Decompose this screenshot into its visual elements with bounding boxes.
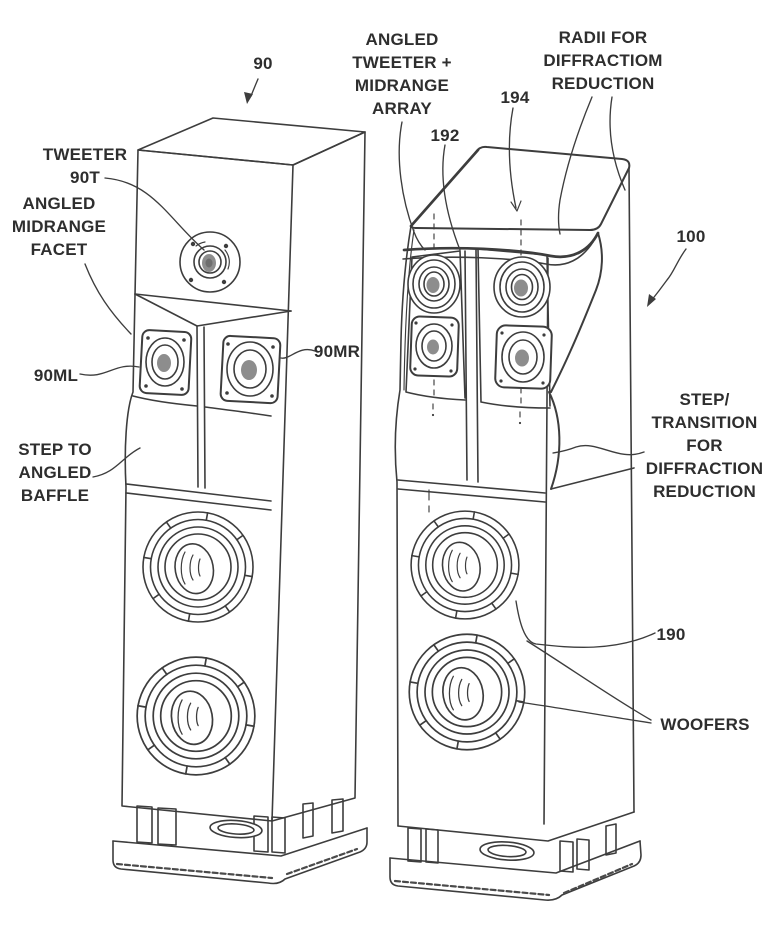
label-line: ARRAY	[372, 99, 432, 118]
leader-woofers-upper	[526, 640, 652, 721]
facet-middle-divider	[464, 249, 479, 483]
label-192: 192	[430, 126, 460, 145]
right-speaker-drawing	[389, 145, 642, 901]
leader-tweeter-90t	[104, 177, 205, 251]
label-line: FACET	[30, 240, 88, 259]
leader-192	[442, 144, 461, 251]
left-facet-frame	[405, 250, 466, 401]
angled-facet-triangle	[134, 293, 292, 327]
leader-radii-right	[609, 96, 626, 191]
facet-centerlines	[433, 213, 522, 408]
label-line: REDUCTION	[653, 482, 756, 501]
arrowhead-ref-90	[244, 92, 253, 104]
left-speaker-base	[112, 798, 368, 885]
front-step-lines	[397, 479, 546, 503]
label-line: DIFFRACTIOM	[543, 51, 663, 70]
left-tweeter-box-bottom	[134, 293, 292, 312]
label-radii-diffraction-reduction: RADII FOR DIFFRACTIOM REDUCTION	[528, 26, 678, 95]
side-step-curve	[548, 391, 561, 490]
left-speaker-top-face	[137, 117, 366, 166]
left-midrange-driver-ml	[138, 329, 193, 396]
left-woofer-lower	[136, 656, 256, 776]
label-line: MIDRANGE	[354, 76, 450, 95]
left-midrange-driver-mr	[219, 334, 282, 405]
right-woofer-upper	[410, 510, 520, 620]
label-line: MIDRANGE	[11, 217, 107, 236]
label-line: 90T	[70, 168, 100, 187]
leader-ref-90	[250, 78, 259, 97]
label-step-transition-diffraction: STEP/ TRANSITION FOR DIFFRACTION REDUCTI…	[644, 388, 765, 503]
label-ref-90: 90	[253, 54, 273, 73]
left-speaker-drawing	[112, 117, 368, 885]
leader-ref-100	[650, 248, 687, 302]
right-speaker-left-facet-midrange	[409, 315, 460, 378]
leader-194-tick	[510, 200, 522, 212]
leader-90ml	[79, 365, 140, 376]
right-speaker-left-facet-tweeter	[407, 254, 461, 314]
label-line: BAFFLE	[20, 486, 90, 505]
label-line: RADII FOR	[558, 28, 648, 47]
label-line: ANGLED	[18, 463, 92, 482]
right-outer-edge	[628, 167, 635, 813]
right-woofer-lower	[408, 633, 526, 751]
right-speaker-right-facet-midrange	[494, 324, 553, 390]
leader-step-to-angled-baffle	[92, 447, 141, 478]
leader-194	[508, 107, 517, 209]
left-speaker-front-face	[121, 149, 294, 822]
label-line: REDUCTION	[551, 74, 655, 93]
top-right-radius-edge	[550, 232, 603, 393]
label-line: TRANSITION	[651, 413, 758, 432]
label-line: TWEETER +	[352, 53, 452, 72]
label-90ml: 90ML	[33, 366, 79, 385]
label-step-to-angled-baffle: STEP TO ANGLED BAFFLE	[0, 438, 110, 507]
leader-lines	[79, 78, 687, 724]
label-90mr: 90MR	[313, 342, 361, 361]
left-woofer-upper	[142, 511, 254, 623]
label-angled-tweeter-midrange-array: ANGLED TWEETER + MIDRANGE ARRAY	[342, 28, 462, 120]
label-194: 194	[500, 88, 530, 107]
leader-angled-midrange-facet	[84, 263, 132, 335]
label-woofers: WOOFERS	[660, 715, 750, 734]
facet-bottom-edges	[132, 395, 272, 417]
top-chamfer-outer	[402, 231, 600, 259]
label-angled-midrange-facet: ANGLED MIDRANGE FACET	[0, 192, 118, 261]
label-ref-100: 100	[676, 227, 706, 246]
left-outer-edge	[394, 225, 412, 827]
left-inner-band	[403, 229, 415, 391]
label-190: 190	[656, 625, 686, 644]
label-line: STEP TO	[18, 440, 92, 459]
label-line: DIFFRACTION	[645, 459, 764, 478]
right-speaker-right-facet-tweeter	[493, 256, 551, 318]
label-tweeter-90t: TWEETER 90T	[20, 143, 150, 189]
left-tweeter-driver	[179, 231, 241, 293]
label-line: FOR	[686, 436, 723, 455]
leader-radii-left	[557, 96, 593, 235]
centerline-ticks	[428, 403, 521, 513]
step-to-baffle-lines	[125, 483, 272, 511]
left-speaker-side-face	[271, 131, 366, 822]
leader-90mr	[280, 348, 316, 359]
label-line: ANGLED	[22, 194, 96, 213]
label-line: TWEETER	[42, 145, 128, 164]
leader-woofers-lower	[518, 701, 652, 724]
facet-center-divider	[196, 325, 206, 489]
leader-190	[515, 600, 656, 649]
side-step-bottom	[550, 467, 635, 490]
arrowhead-ref-100	[647, 294, 656, 307]
label-line: ANGLED	[365, 30, 439, 49]
leader-step-transition	[552, 444, 645, 456]
label-line: STEP/	[679, 390, 730, 409]
leader-array	[398, 121, 426, 251]
right-speaker-base	[389, 811, 642, 901]
